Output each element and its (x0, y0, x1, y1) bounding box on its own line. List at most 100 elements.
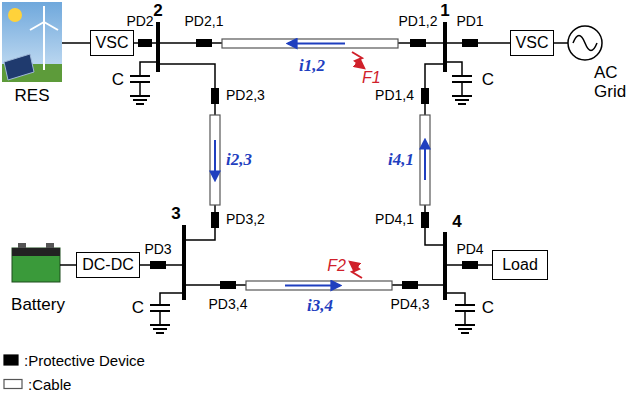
capacitor-symbol (452, 95, 472, 97)
wire (447, 42, 511, 44)
res-illustration (8, 8, 22, 22)
capacitor-label: C (482, 299, 494, 318)
wire (398, 42, 410, 44)
device-label: PD3,2 (226, 212, 265, 227)
current-label: i2,3 (226, 151, 252, 170)
capacitor-symbol (455, 304, 475, 306)
legend-text: :Protective Device (24, 352, 145, 369)
legend-text: :Cable (28, 376, 71, 393)
source-label: RES (15, 87, 50, 106)
wire (424, 205, 426, 212)
device-label: PD1 (456, 14, 483, 29)
capacitor-label: C (132, 299, 144, 318)
battery-illustration (12, 248, 60, 256)
current-arrow (424, 140, 426, 180)
source-label: Battery (11, 296, 65, 315)
wire (424, 104, 426, 115)
protective-device (150, 261, 166, 269)
wire (425, 228, 443, 245)
res-illustration (43, 6, 45, 22)
capacitor-symbol (461, 332, 469, 334)
protective-device (211, 88, 219, 104)
legend-swatch (4, 380, 22, 389)
current-arrow (214, 140, 216, 180)
wire (62, 42, 91, 44)
fault-label: F2 (327, 257, 346, 275)
wire (160, 293, 182, 305)
device-label: PD1,4 (375, 88, 414, 103)
wire (214, 205, 216, 212)
ac-source-symbol (568, 26, 602, 60)
device-label: PD4 (456, 242, 483, 257)
bus-number: 1 (440, 2, 449, 21)
protective-device (138, 39, 152, 47)
cable (210, 39, 430, 290)
capacitor-symbol (464, 311, 466, 325)
current-label: i4,1 (388, 151, 414, 170)
battery-illustration (12, 243, 60, 282)
device-label: PD3,4 (209, 297, 248, 312)
wire (160, 42, 196, 44)
capacitor-symbol (159, 311, 161, 325)
box-label: Load (502, 256, 538, 274)
res-illustration (43, 22, 45, 70)
protective-device (211, 212, 219, 228)
device-label: PD2,3 (226, 88, 265, 103)
ac-source-symbol (573, 36, 597, 51)
capacitor-symbol (139, 82, 141, 96)
bus-number: 3 (171, 205, 180, 224)
wire (426, 42, 443, 44)
load-box: Load (492, 250, 548, 280)
capacitor-symbol (153, 328, 167, 330)
bus-number: 2 (153, 2, 162, 21)
device-label: PD4,3 (391, 297, 430, 312)
box-label: DC-DC (82, 256, 134, 274)
protective-device (462, 39, 478, 47)
device-label: PD4,1 (375, 212, 414, 227)
current-arrow (285, 285, 340, 287)
fault-symbol (352, 52, 364, 68)
wire (140, 62, 156, 76)
current-arrow (288, 43, 345, 45)
device-label: PD3 (144, 242, 171, 257)
wire (186, 228, 215, 240)
wire (186, 284, 246, 286)
res-illustration (44, 22, 58, 30)
dc-bus (156, 22, 160, 72)
res-illustration (2, 2, 62, 82)
capacitor-label: C (112, 71, 124, 90)
legend-swatch (4, 355, 18, 365)
device-label: PD2 (126, 14, 153, 29)
battery-illustration (46, 243, 54, 248)
capacitor-symbol (461, 82, 463, 96)
device-label: PD1,2 (399, 14, 438, 29)
cable (420, 115, 430, 205)
protective-device (220, 281, 236, 289)
capacitor-symbol (156, 332, 164, 334)
res-illustration (4, 54, 34, 80)
capacitor-label: C (482, 71, 494, 90)
protective-device (462, 261, 478, 269)
protective-device (138, 39, 478, 289)
capacitor-symbol (150, 304, 170, 306)
wire (160, 64, 215, 88)
dc-bus (443, 22, 447, 72)
converter-box: DC-DC (76, 252, 140, 278)
capacitor-symbol (136, 103, 144, 105)
device-label: PD2,1 (185, 14, 224, 29)
protective-device (402, 281, 418, 289)
protective-device (421, 88, 429, 104)
capacitor-symbol (130, 75, 150, 77)
wire (447, 62, 462, 76)
current-label: i1,2 (299, 57, 325, 76)
capacitor-symbol (133, 99, 147, 101)
capacitor-symbol (452, 75, 472, 77)
protective-device (410, 39, 426, 47)
capacitor-symbol (150, 324, 170, 326)
wire (212, 42, 222, 44)
fault-symbol (350, 52, 364, 278)
capacitor-symbol (455, 324, 475, 326)
wire (447, 293, 465, 305)
dc-bus (156, 22, 447, 300)
current-arrow (215, 44, 425, 286)
